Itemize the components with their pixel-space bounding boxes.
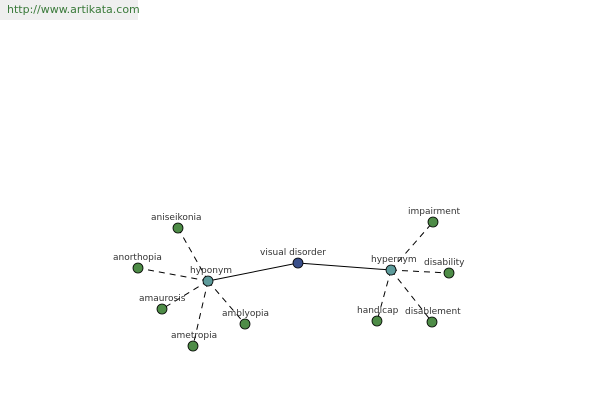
node-disability[interactable] xyxy=(443,267,455,279)
node-impairment[interactable] xyxy=(427,216,439,228)
node-hypernym[interactable] xyxy=(385,264,397,276)
site-url[interactable]: http://www.artikata.com xyxy=(0,0,140,20)
edge-hyponym-amaurosis xyxy=(161,280,209,310)
node-ametropia[interactable] xyxy=(187,340,199,352)
edge-hypernym-disability xyxy=(390,269,450,274)
node-anorthopia[interactable] xyxy=(132,262,144,274)
label-disablement: disablement xyxy=(405,307,461,317)
edge-hyponym-ametropia xyxy=(192,280,209,347)
node-hyponym[interactable] xyxy=(202,275,214,287)
node-amaurosis[interactable] xyxy=(156,303,168,315)
edge-center-hypernym xyxy=(297,262,392,271)
label-amblyopia: amblyopia xyxy=(222,309,269,319)
edge-hypernym-disablement xyxy=(390,269,433,323)
label-impairment: impairment xyxy=(408,207,461,217)
label-hypernym: hypernym xyxy=(371,255,417,265)
label-visual-disorder: visual disorder xyxy=(260,248,326,258)
edge-hyponym-amblyopia xyxy=(207,280,246,325)
node-handicap[interactable] xyxy=(371,315,383,327)
label-aniseikonia: aniseikonia xyxy=(151,213,202,223)
label-hyponym: hyponym xyxy=(190,266,232,276)
node-disablement[interactable] xyxy=(426,316,438,328)
edge-hyponym-center xyxy=(207,262,299,282)
node-amblyopia[interactable] xyxy=(239,318,251,330)
label-amaurosis: amaurosis xyxy=(139,294,186,304)
node-visual-disorder[interactable] xyxy=(292,257,304,269)
label-disability: disability xyxy=(424,258,465,268)
label-ametropia: ametropia xyxy=(171,331,217,341)
label-handicap: handicap xyxy=(357,306,399,316)
label-anorthopia: anorthopia xyxy=(113,253,162,263)
edge-hypernym-handicap xyxy=(376,269,392,322)
edge-hyponym-anorthopia xyxy=(137,267,209,282)
node-aniseikonia[interactable] xyxy=(172,222,184,234)
